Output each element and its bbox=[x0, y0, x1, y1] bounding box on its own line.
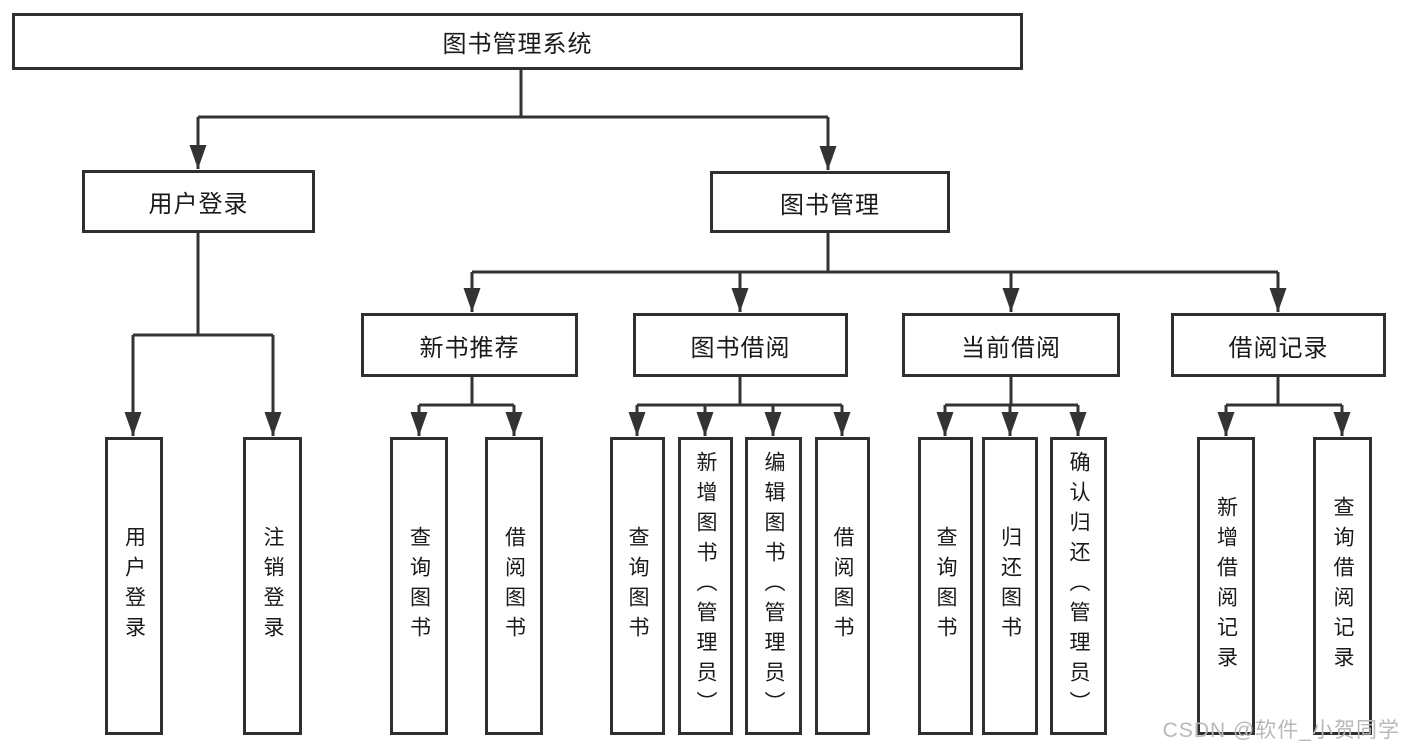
leaf-add-borrow-record: 新增借阅记录 bbox=[1197, 437, 1255, 735]
leaf-confirm-return-admin: 确认归还（管理员） bbox=[1050, 437, 1107, 735]
leaf-add-borrow-record-label: 新增借阅记录 bbox=[1214, 496, 1238, 676]
leaf-query-books-borrowing: 查询图书 bbox=[610, 437, 665, 735]
node-book-management-label: 图书管理 bbox=[780, 191, 880, 219]
leaf-borrow-books-borrowing-label: 借阅图书 bbox=[831, 526, 854, 646]
node-user-login: 用户登录 bbox=[82, 170, 315, 233]
node-current-borrowing: 当前借阅 bbox=[902, 313, 1120, 377]
leaf-query-books-current-label: 查询图书 bbox=[934, 526, 957, 646]
leaf-query-borrow-record: 查询借阅记录 bbox=[1313, 437, 1372, 735]
leaf-query-books-recommend: 查询图书 bbox=[390, 437, 448, 735]
csdn-watermark: CSDN @软件_小贺同学 bbox=[1162, 719, 1400, 742]
node-book-borrowing: 图书借阅 bbox=[633, 313, 848, 377]
leaf-edit-books-admin: 编辑图书（管理员） bbox=[745, 437, 802, 735]
node-new-book-recommend-label: 新书推荐 bbox=[419, 334, 520, 362]
node-book-management: 图书管理 bbox=[710, 171, 950, 233]
leaf-add-books-admin: 新增图书（管理员） bbox=[678, 437, 733, 735]
node-borrowing-records: 借阅记录 bbox=[1171, 313, 1386, 377]
leaf-confirm-return-admin-label: 确认归还（管理员） bbox=[1067, 451, 1090, 721]
leaf-borrow-books-recommend-label: 借阅图书 bbox=[502, 526, 526, 646]
node-new-book-recommend: 新书推荐 bbox=[361, 313, 578, 377]
node-book-borrowing-label: 图书借阅 bbox=[690, 334, 791, 362]
node-current-borrowing-label: 当前借阅 bbox=[961, 334, 1061, 362]
leaf-borrow-books-borrowing: 借阅图书 bbox=[815, 437, 870, 735]
leaf-query-borrow-record-label: 查询借阅记录 bbox=[1331, 496, 1354, 676]
leaf-edit-books-admin-label: 编辑图书（管理员） bbox=[762, 451, 785, 721]
leaf-query-books-borrowing-label: 查询图书 bbox=[626, 526, 649, 646]
node-borrowing-records-label: 借阅记录 bbox=[1228, 334, 1329, 362]
leaf-user-login: 用户登录 bbox=[105, 437, 163, 735]
leaf-add-books-admin-label: 新增图书（管理员） bbox=[694, 451, 717, 721]
leaf-logout-label: 注销登录 bbox=[261, 526, 284, 646]
leaf-return-books-label: 归还图书 bbox=[998, 526, 1022, 646]
leaf-return-books: 归还图书 bbox=[982, 437, 1038, 735]
node-root: 图书管理系统 bbox=[12, 13, 1023, 70]
leaf-logout: 注销登录 bbox=[243, 437, 302, 735]
leaf-borrow-books-recommend: 借阅图书 bbox=[485, 437, 543, 735]
leaf-user-login-label: 用户登录 bbox=[122, 526, 146, 646]
node-user-login-label: 用户登录 bbox=[148, 191, 249, 218]
leaf-query-books-current: 查询图书 bbox=[918, 437, 973, 735]
leaf-query-books-recommend-label: 查询图书 bbox=[407, 526, 431, 646]
node-root-label: 图书管理系统 bbox=[442, 31, 593, 58]
